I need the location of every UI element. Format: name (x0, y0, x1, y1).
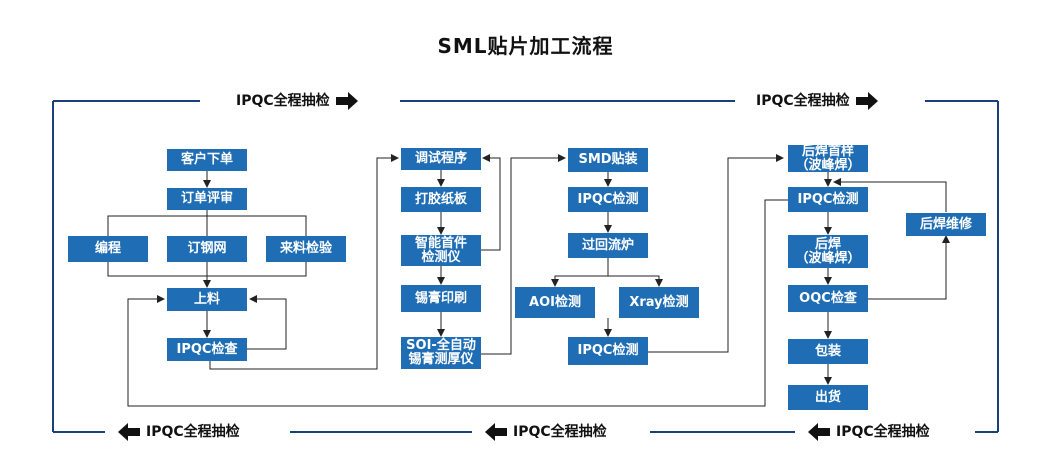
step-customer-order: 客户下单 (167, 149, 247, 171)
step-post-weld-first-sample: 后焊首样 （波峰焊） (788, 144, 868, 172)
step-stencil: 订钢网 (167, 236, 247, 262)
ipqc-label-bottom-middle: IPQC全程抽检 (475, 422, 617, 442)
step-aoi: AOI检测 (515, 287, 595, 318)
arrow-left-icon (808, 423, 830, 441)
ipqc-label-text: IPQC全程抽检 (236, 93, 330, 109)
step-incoming-inspection: 来料检验 (266, 236, 346, 262)
arrow-left-icon (118, 423, 140, 441)
ipqc-label-bottom-right: IPQC全程抽检 (798, 422, 940, 442)
step-programming: 编程 (68, 236, 148, 262)
step-post-weld: 后焊 （波峰焊） (788, 235, 868, 268)
arrow-right-icon (335, 92, 358, 110)
ipqc-label-top-right: IPQC全程抽检 (746, 91, 888, 111)
step-ipqc-check: IPQC检查 (167, 338, 247, 361)
ipqc-label-bottom-left: IPQC全程抽检 (108, 422, 250, 442)
ipqc-label-text: IPQC全程抽检 (836, 424, 930, 440)
step-xray: Xray检测 (619, 287, 699, 318)
arrow-left-icon (485, 423, 507, 441)
step-ipqc-test-1: IPQC检测 (568, 187, 648, 212)
page-title: SML贴片加工流程 (437, 34, 614, 58)
step-glue-board: 打胶纸板 (401, 187, 481, 212)
step-packaging: 包装 (788, 339, 868, 364)
step-solder-paste-print: 锡膏印刷 (401, 285, 481, 312)
ipqc-label-text: IPQC全程抽检 (756, 93, 850, 109)
outer-frame (52, 100, 999, 433)
ipqc-label-top-left: IPQC全程抽检 (226, 91, 368, 111)
ipqc-label-text: IPQC全程抽检 (146, 424, 240, 440)
step-ipqc-test-3: IPQC检测 (788, 187, 868, 212)
arrow-right-icon (855, 92, 878, 110)
step-oqc-check: OQC检查 (788, 285, 868, 312)
step-smd-mounting: SMD贴装 (568, 148, 648, 172)
step-loading: 上料 (167, 288, 247, 311)
step-debug-program: 调试程序 (401, 148, 481, 170)
step-shipping: 出货 (788, 385, 868, 410)
connector-lines (107, 154, 950, 407)
step-reflow: 过回流炉 (568, 233, 648, 258)
step-first-article-inspector: 智能首件 检测仪 (401, 235, 481, 266)
step-post-weld-repair: 后焊维修 (906, 213, 986, 236)
step-ipqc-test-2: IPQC检测 (568, 337, 648, 365)
step-spi: SOI-全自动 锡膏测厚仪 (401, 337, 481, 369)
ipqc-label-text: IPQC全程抽检 (513, 424, 607, 440)
step-order-review: 订单评审 (167, 188, 247, 210)
